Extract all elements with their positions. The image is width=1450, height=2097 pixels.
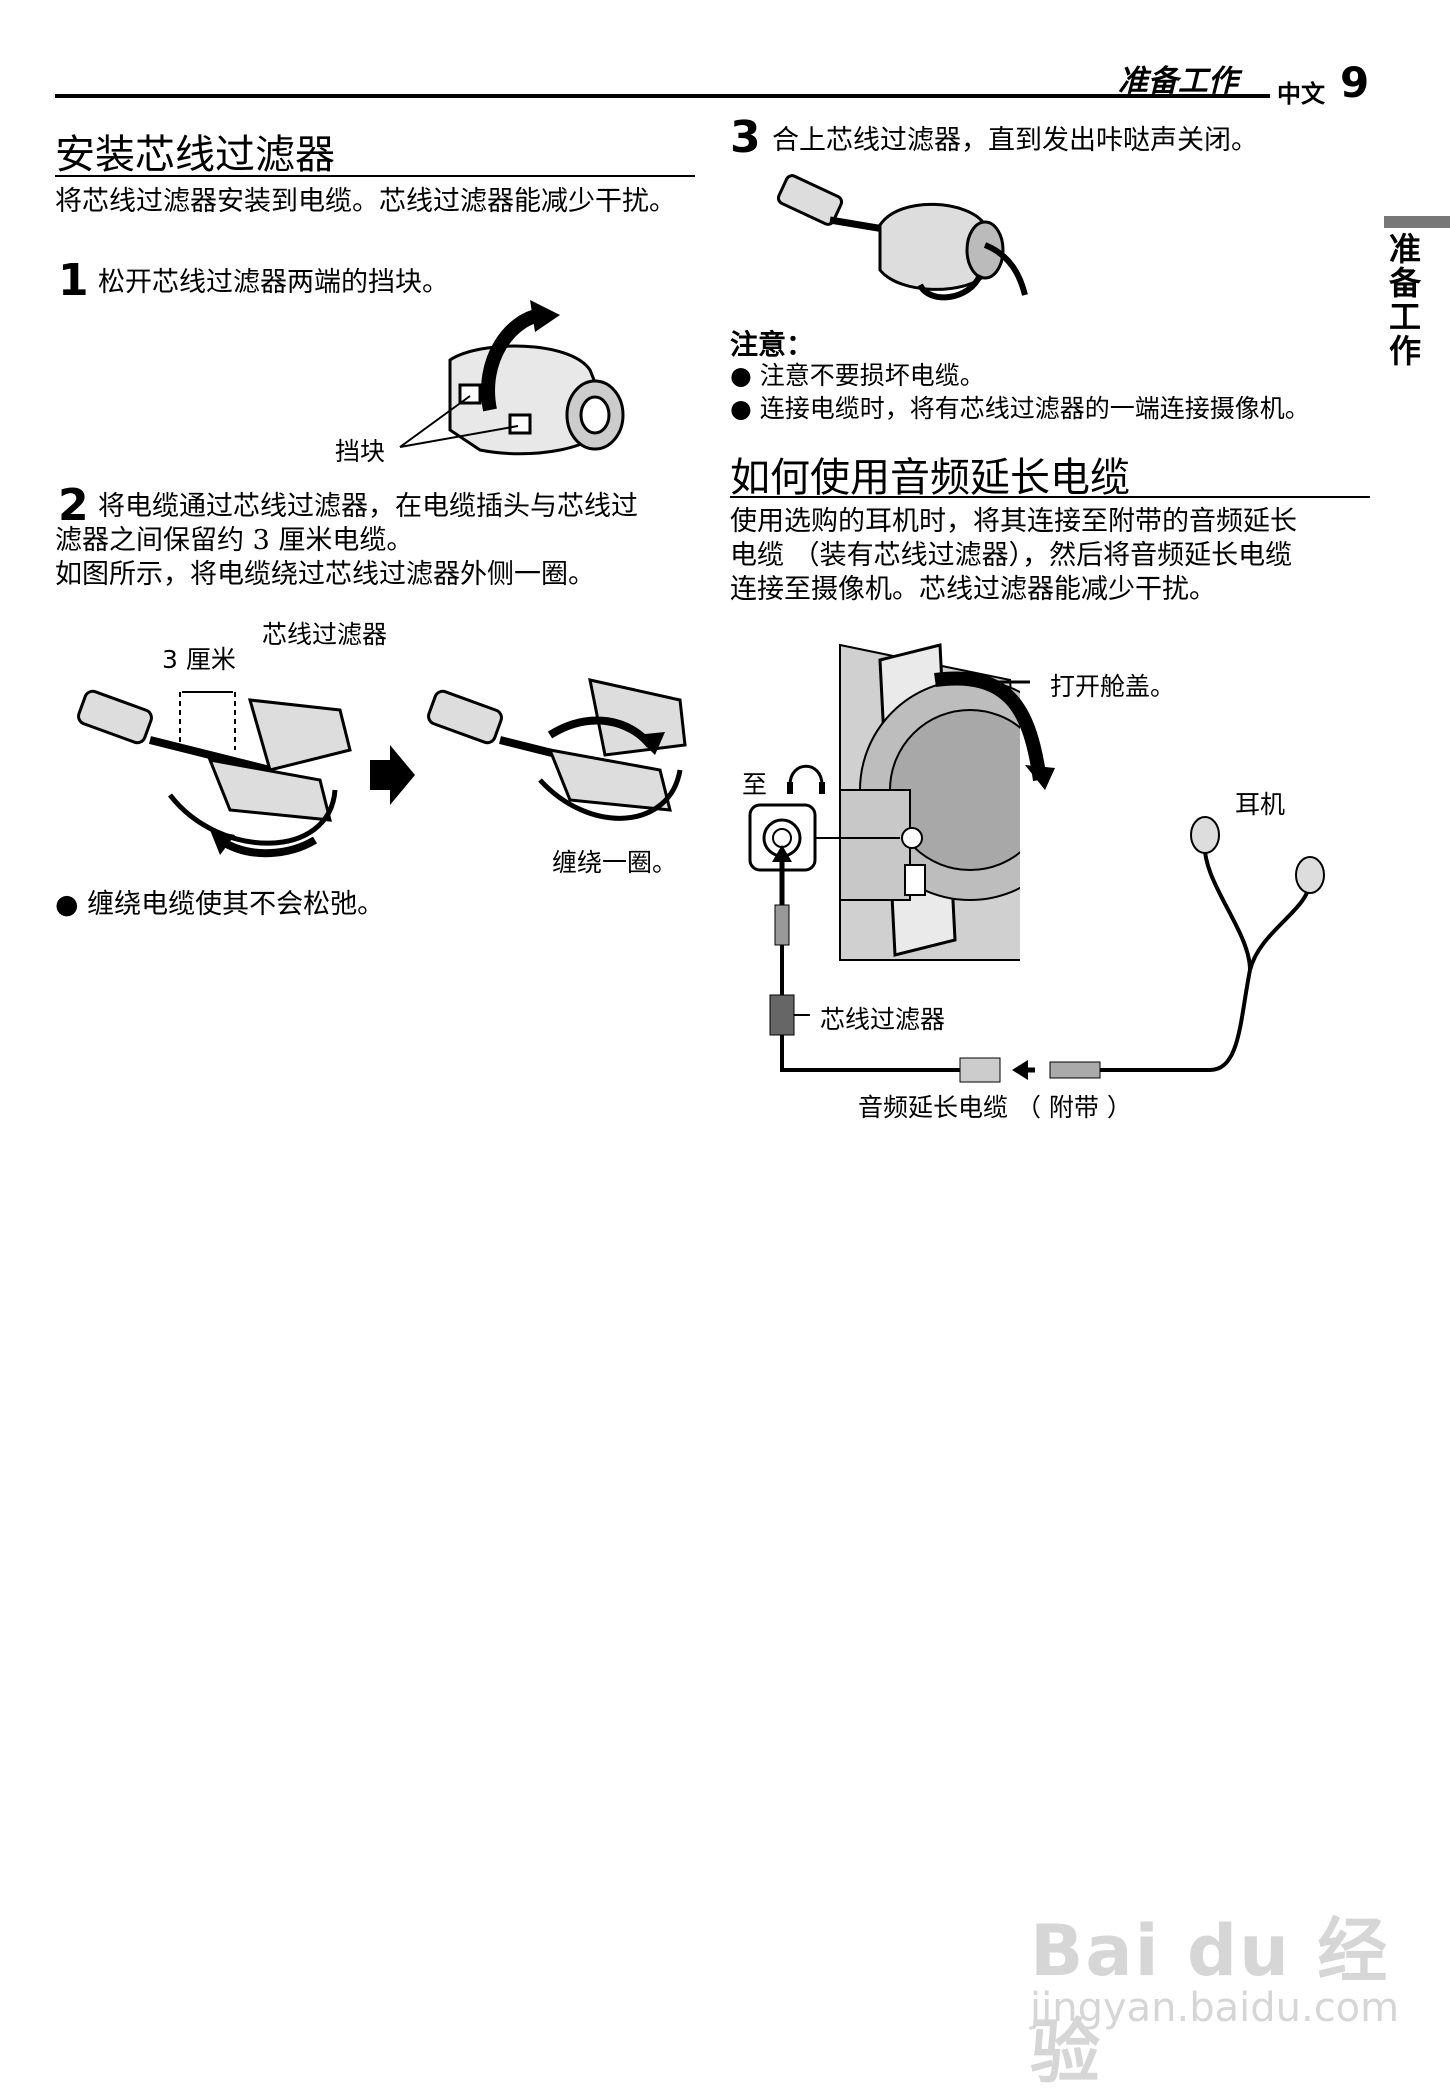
section3-paragraph-line1: 使用选购的耳机时，将其连接至附带的音频延长 [730, 506, 1297, 537]
note-heading: 注意： [730, 328, 815, 361]
step1-number: 1 [58, 255, 89, 306]
section1-title: 安装芯线过滤器 [55, 132, 335, 178]
earphone-connection-diagram [748, 640, 1380, 1083]
label-core-filter-2: 芯线过滤器 [820, 1005, 946, 1034]
watermark-url: jingyan.baidu.com [1030, 1985, 1400, 2031]
step1-text: 松开芯线过滤器两端的挡块。 [98, 267, 449, 298]
section3-paragraph-line2: 电缆 （装有芯线过滤器），然后将音频延长电缆 [730, 540, 1293, 571]
label-open-cover: 打开舱盖。 [1050, 672, 1176, 701]
step3-text: 合上芯线过滤器，直到发出咔哒声关闭。 [772, 125, 1258, 156]
section1-intro: 将芯线过滤器安装到电缆。芯线过滤器能减少干扰。 [55, 186, 676, 217]
stopper-callout: 挡块 [335, 437, 386, 466]
section3-rule [730, 496, 1370, 498]
bullet-text: 缠绕电缆使其不会松弛。 [87, 889, 385, 920]
header-section-title: 准备工作 [1118, 64, 1238, 99]
note-item-2-text: 连接电缆时，将有芯线过滤器的一端连接摄像机。 [759, 394, 1310, 423]
section3-paragraph-line3: 连接至摄像机。芯线过滤器能减少干扰。 [730, 574, 1216, 605]
label-core-filter: 芯线过滤器 [262, 620, 388, 649]
section1-bullet: ● 缠绕电缆使其不会松弛。 [55, 889, 385, 920]
note-item-1: ● 注意不要损坏电缆。 [730, 361, 985, 390]
note-item-1-text: 注意不要损坏电缆。 [759, 361, 985, 390]
side-tab-bar [1384, 216, 1450, 228]
step2-text-line2: 滤器之间保留约 3 厘米电缆。 [55, 525, 414, 556]
section3-title: 如何使用音频延长电缆 [730, 455, 1130, 501]
label-to: 至 [742, 770, 768, 799]
step3-number: 3 [730, 112, 761, 163]
section1-rule [55, 175, 695, 177]
step2-text-line1: 将电缆通过芯线过滤器，在电缆插头与芯线过 [98, 491, 638, 522]
closed-filter-illustration [776, 174, 1028, 301]
page-number: 9 [1340, 58, 1370, 107]
cable-wrap-illustration [77, 678, 687, 858]
label-earphones: 耳机 [1235, 790, 1286, 819]
filter-stopper-illustration [399, 300, 625, 456]
header-rule [55, 94, 1270, 98]
step2-number: 2 [58, 480, 89, 531]
label-wrap-once: 缠绕一圈。 [552, 848, 678, 877]
header-language: 中文 [1277, 80, 1325, 108]
label-3cm: 3 厘米 [162, 645, 236, 674]
label-extension-cable: 音频延长电缆 （ 附带 ） [858, 1093, 1132, 1122]
step2-text-line3: 如图所示，将电缆绕过芯线过滤器外侧一圈。 [55, 559, 595, 590]
side-tab-label: 准备工作 [1384, 232, 1422, 368]
note-item-2: ● 连接电缆时，将有芯线过滤器的一端连接摄像机。 [730, 394, 1310, 423]
